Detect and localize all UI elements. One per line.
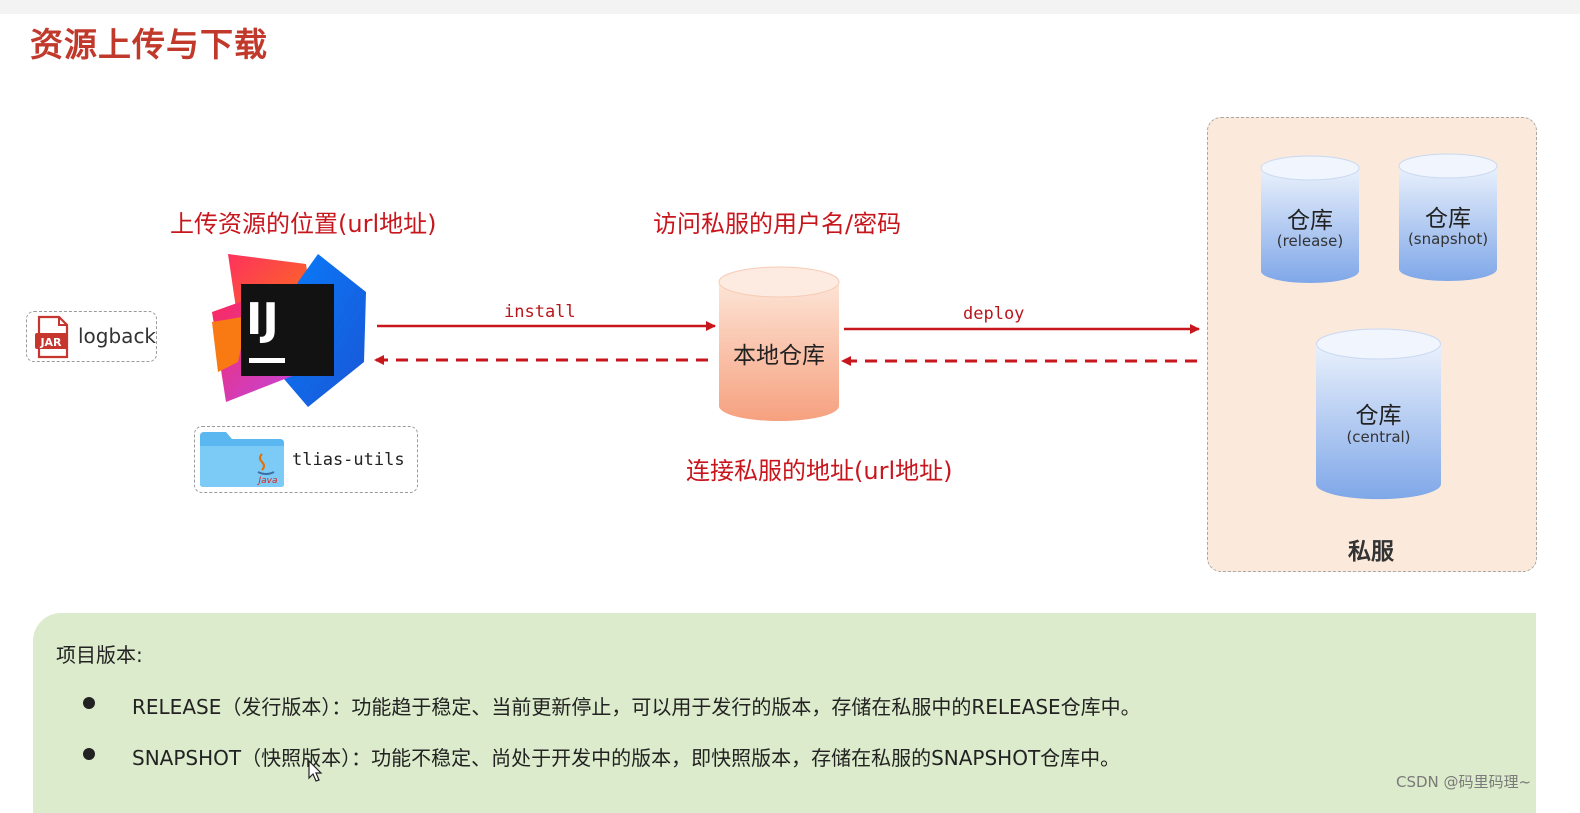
upload-location-label: 上传资源的位置(url地址) [170,210,437,238]
local-repository[interactable]: 本地仓库 [718,266,840,422]
repo-release-type: (release) [1276,232,1344,250]
note-title: 项目版本: [56,643,143,667]
logback-jar-box[interactable]: JAR logback [26,311,157,362]
deploy-label: deploy [963,304,1025,324]
mouse-cursor-icon [308,760,323,782]
logback-label: logback [78,324,157,348]
tlias-utils-label: tlias-utils [292,450,405,470]
repo-release[interactable]: 仓库 (release) [1260,155,1360,285]
private-server-label: 私服 [1348,539,1394,565]
repo-snapshot-name: 仓库 [1425,206,1471,232]
repo-release-cylinder [1260,155,1360,283]
intellij-idea-logo-icon: IJ [212,254,366,407]
bullet-dot [83,697,95,709]
page-title: 资源上传与下载 [30,25,268,64]
bullet-dot [83,748,95,760]
jar-icon-text: JAR [39,336,62,349]
jar-file-icon: JAR [35,315,69,359]
repo-release-name: 仓库 [1287,208,1333,234]
java-folder-icon: Java [200,432,284,487]
install-label: install [504,302,576,322]
local-repository-cylinder [718,266,840,421]
release-description: RELEASE（发行版本）：功能趋于稳定、当前更新停止，可以用于发行的版本，存储… [132,695,1141,719]
version-note-panel: 项目版本: RELEASE（发行版本）：功能趋于稳定、当前更新停止，可以用于发行… [33,613,1536,813]
repo-snapshot-type: (snapshot) [1407,230,1489,248]
access-credentials-label: 访问私服的用户名/密码 [653,210,902,238]
repo-snapshot-cylinder [1398,153,1498,281]
repo-central-name: 仓库 [1355,403,1402,429]
connect-address-label: 连接私服的地址(url地址) [686,457,953,485]
repo-central-cylinder [1316,328,1441,500]
ij-logo-text: IJ [246,294,279,345]
watermark: CSDN @码里码理~ [1396,773,1532,791]
repo-central[interactable]: 仓库 (central) [1315,328,1442,500]
repo-central-type: (central) [1346,428,1411,446]
tlias-utils-box[interactable]: Java tlias-utils [194,426,418,493]
snapshot-description: SNAPSHOT（快照版本）：功能不稳定、尚处于开发中的版本，即快照版本，存储在… [132,746,1121,770]
top-bar [0,0,1580,14]
local-repository-label: 本地仓库 [733,343,825,369]
java-text: Java [256,476,277,486]
repo-snapshot[interactable]: 仓库 (snapshot) [1398,153,1498,283]
